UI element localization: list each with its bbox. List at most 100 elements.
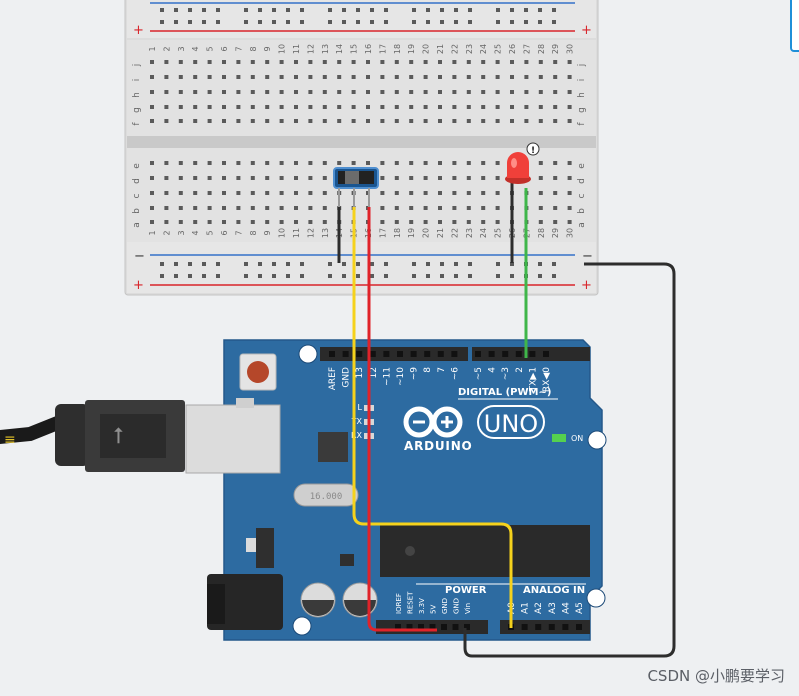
breadboard-hole[interactable] [286, 8, 290, 12]
breadboard-hole[interactable] [380, 60, 385, 64]
breadboard-hole[interactable] [438, 206, 442, 210]
breadboard-hole[interactable] [265, 75, 270, 79]
breadboard-hole[interactable] [510, 75, 514, 79]
breadboard-hole[interactable] [279, 105, 284, 109]
breadboard-hole[interactable] [150, 119, 154, 123]
breadboard-hole[interactable] [356, 262, 360, 266]
breadboard-hole[interactable] [481, 206, 486, 210]
breadboard-hole[interactable] [423, 191, 428, 195]
breadboard-hole[interactable] [258, 8, 262, 12]
breadboard-hole[interactable] [294, 161, 298, 165]
breadboard-hole[interactable] [426, 274, 430, 278]
breadboard-hole[interactable] [174, 20, 178, 24]
breadboard-hole[interactable] [496, 274, 500, 278]
breadboard-hole[interactable] [510, 20, 514, 24]
breadboard-hole[interactable] [322, 75, 327, 79]
breadboard-hole[interactable] [553, 161, 558, 165]
breadboard-hole[interactable] [250, 191, 255, 195]
breadboard-hole[interactable] [286, 20, 290, 24]
wire-black-gnd-rail[interactable] [463, 262, 676, 658]
breadboard-hole[interactable] [412, 262, 416, 266]
breadboard-hole[interactable] [351, 119, 356, 123]
breadboard-hole[interactable] [356, 8, 360, 12]
breadboard-hole[interactable] [409, 206, 414, 210]
breadboard-hole[interactable] [351, 60, 356, 64]
header-pin[interactable] [562, 624, 569, 630]
breadboard-hole[interactable] [423, 60, 428, 64]
breadboard-hole[interactable] [193, 220, 198, 224]
breadboard-hole[interactable] [178, 176, 183, 180]
breadboard-hole[interactable] [328, 262, 332, 266]
breadboard-hole[interactable] [452, 220, 457, 224]
reset-button[interactable] [247, 361, 269, 383]
breadboard-hole[interactable] [438, 60, 442, 64]
breadboard-hole[interactable] [412, 20, 416, 24]
breadboard-hole[interactable] [510, 262, 514, 266]
header-pin[interactable] [418, 624, 424, 630]
header-pin[interactable] [535, 624, 542, 630]
breadboard-hole[interactable] [409, 119, 414, 123]
breadboard-hole[interactable] [322, 206, 327, 210]
breadboard-hole[interactable] [440, 274, 444, 278]
breadboard-hole[interactable] [272, 8, 276, 12]
breadboard-hole[interactable] [202, 262, 206, 266]
header-pin[interactable] [424, 351, 431, 357]
breadboard-hole[interactable] [553, 206, 558, 210]
breadboard-hole[interactable] [178, 90, 183, 94]
wire-red-switch-to-5v[interactable] [367, 207, 437, 632]
breadboard-hole[interactable] [294, 191, 298, 195]
breadboard-hole[interactable] [567, 119, 572, 123]
breadboard-hole[interactable] [426, 20, 430, 24]
header-pin[interactable] [475, 351, 481, 357]
breadboard-hole[interactable] [481, 105, 486, 109]
breadboard-hole[interactable] [216, 8, 220, 12]
breadboard-hole[interactable] [496, 8, 500, 12]
breadboard-hole[interactable] [452, 60, 457, 64]
breadboard-hole[interactable] [380, 191, 385, 195]
breadboard-hole[interactable] [250, 75, 255, 79]
breadboard-hole[interactable] [178, 206, 183, 210]
breadboard-hole[interactable] [495, 119, 500, 123]
breadboard-hole[interactable] [216, 262, 220, 266]
breadboard-hole[interactable] [423, 119, 428, 123]
breadboard-hole[interactable] [553, 90, 558, 94]
breadboard-hole[interactable] [322, 119, 327, 123]
breadboard-hole[interactable] [150, 105, 154, 109]
breadboard-hole[interactable] [538, 274, 542, 278]
breadboard-hole[interactable] [538, 191, 543, 195]
breadboard-hole[interactable] [524, 90, 529, 94]
breadboard-hole[interactable] [322, 176, 327, 180]
header-pin[interactable] [383, 351, 390, 357]
breadboard-hole[interactable] [279, 90, 284, 94]
breadboard-hole[interactable] [164, 60, 169, 64]
breadboard-hole[interactable] [265, 220, 270, 224]
breadboard-hole[interactable] [495, 161, 500, 165]
slide-switch[interactable] [333, 167, 379, 207]
breadboard-hole[interactable] [337, 60, 342, 64]
header-pin[interactable] [548, 624, 555, 630]
breadboard-hole[interactable] [160, 8, 164, 12]
breadboard-hole[interactable] [207, 176, 212, 180]
breadboard-hole[interactable] [265, 161, 270, 165]
breadboard-hole[interactable] [258, 20, 262, 24]
breadboard-hole[interactable] [258, 274, 262, 278]
breadboard-hole[interactable] [466, 90, 471, 94]
breadboard-hole[interactable] [164, 191, 169, 195]
breadboard-hole[interactable] [164, 161, 169, 165]
breadboard-hole[interactable] [452, 105, 457, 109]
breadboard-hole[interactable] [193, 119, 198, 123]
breadboard-hole[interactable] [279, 206, 284, 210]
breadboard-hole[interactable] [178, 75, 183, 79]
breadboard-hole[interactable] [423, 105, 428, 109]
breadboard-hole[interactable] [328, 8, 332, 12]
breadboard-hole[interactable] [567, 75, 572, 79]
breadboard-hole[interactable] [150, 220, 154, 224]
breadboard-hole[interactable] [351, 75, 356, 79]
breadboard-hole[interactable] [202, 20, 206, 24]
breadboard-hole[interactable] [538, 206, 543, 210]
breadboard-hole[interactable] [178, 119, 183, 123]
breadboard-hole[interactable] [423, 161, 428, 165]
header-pin[interactable] [441, 624, 447, 630]
header-pin[interactable] [529, 351, 536, 357]
breadboard-hole[interactable] [495, 176, 500, 180]
